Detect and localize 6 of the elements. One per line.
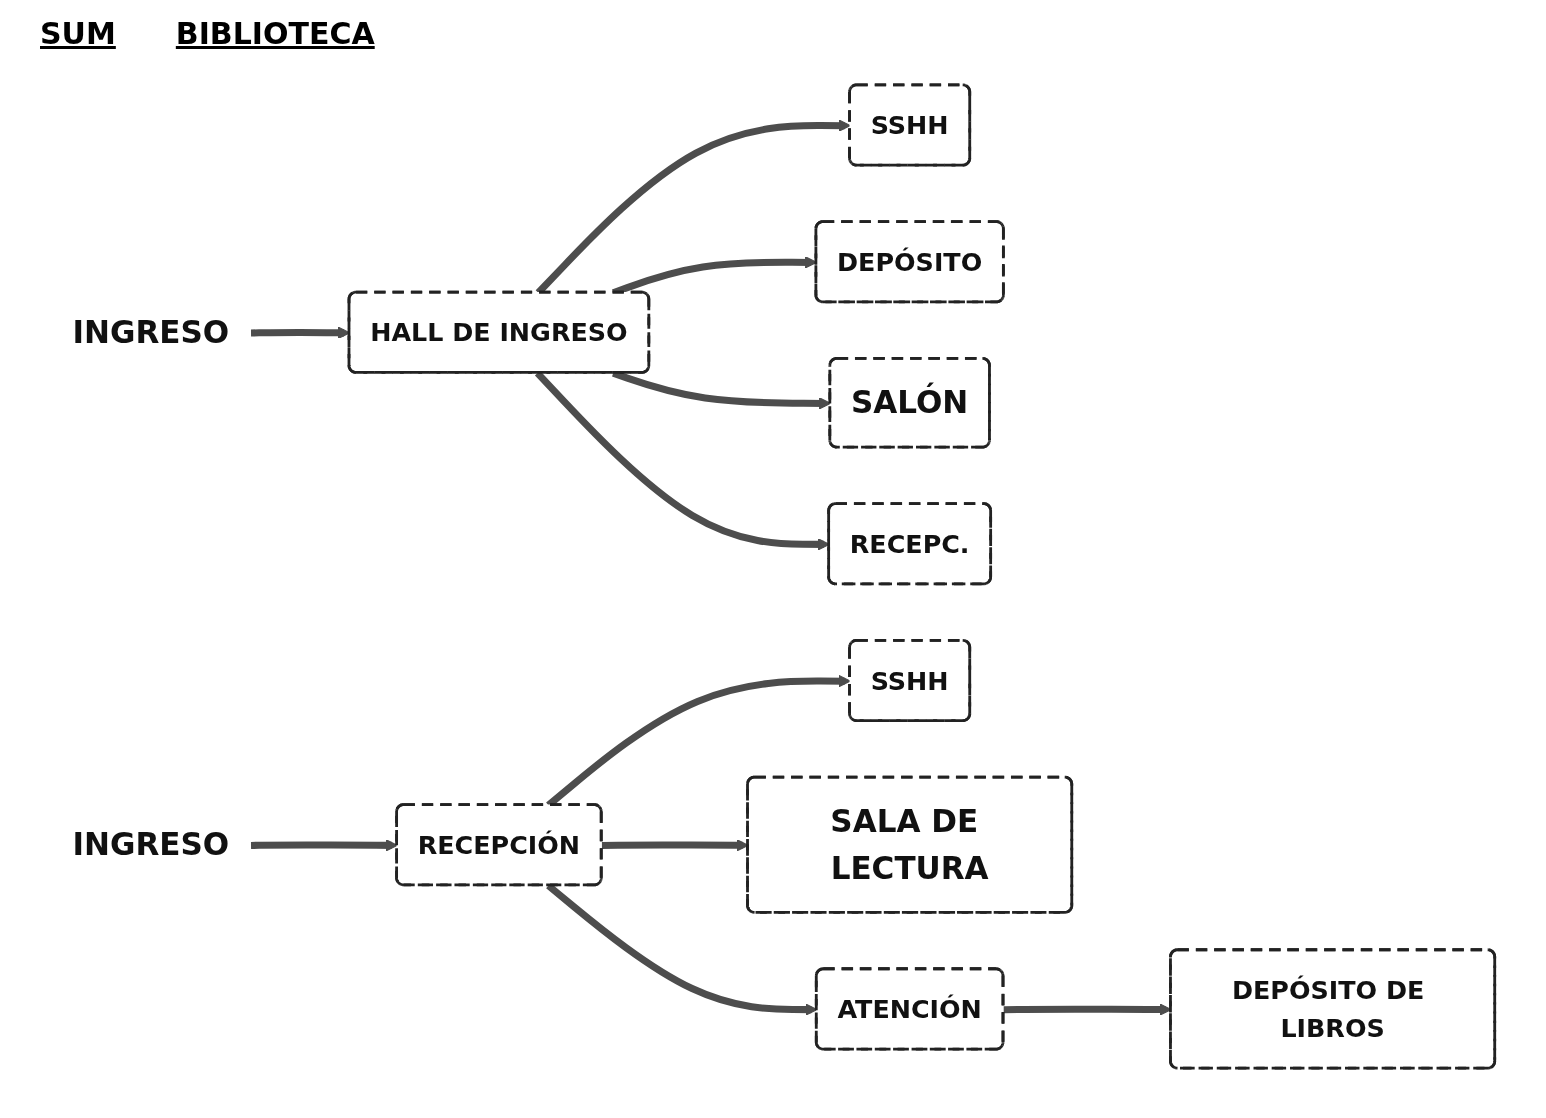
node-text: INGRESO — [72, 314, 230, 350]
arrow — [250, 839, 398, 852]
section-heading: SUM — [40, 16, 116, 51]
node-text: INGRESO — [72, 827, 230, 863]
section-heading: BIBLIOTECA — [175, 16, 375, 51]
arrow — [250, 326, 351, 339]
